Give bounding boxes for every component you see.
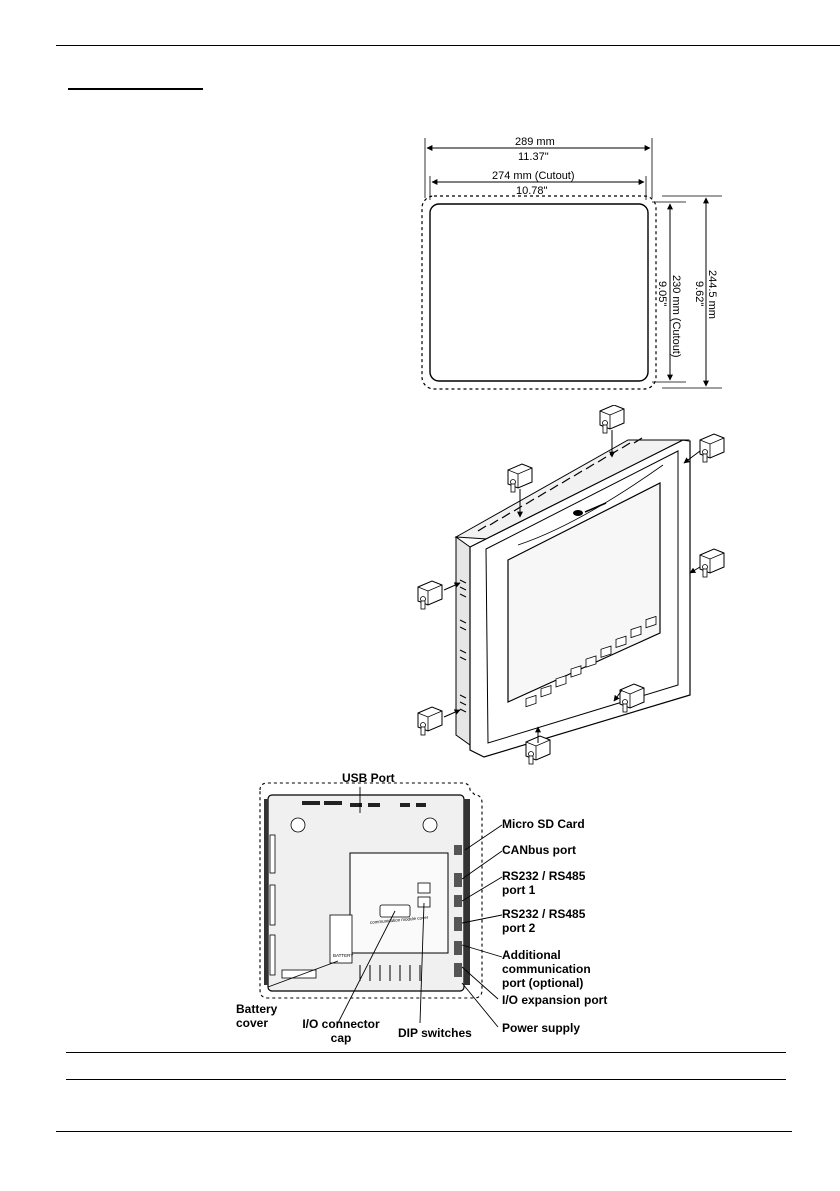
mounting-bracket-drawing (417, 405, 725, 765)
mounting-clip-right-2 (699, 548, 725, 578)
label-battery-line2: cover (236, 1016, 269, 1030)
label-additional-comm-port: Additional communication port (optional) (502, 948, 591, 990)
cutout-outline (429, 203, 649, 382)
rear-outline-dashed (259, 782, 483, 999)
label-rs-port-2-line2: port 2 (502, 921, 536, 935)
label-rs-port-1-line2: port 1 (502, 883, 536, 897)
cutout-dimension-drawing: 289 mm 11.37" 274 mm (Cutout) 10.78" 244… (421, 136, 722, 390)
panel-outline-dashed (421, 195, 657, 390)
width-in-label: 11.37" (518, 151, 549, 163)
label-io-expansion-port: I/O expansion port (502, 993, 608, 1007)
battery-panel-label: BATTERY (333, 953, 353, 958)
cutout-width-mm-label: 274 mm (Cutout) (492, 170, 575, 182)
mounting-clip-left-1 (417, 580, 443, 610)
table-rule-bottom (66, 1079, 786, 1080)
label-io-connector-cap: I/O connector cap (296, 1017, 386, 1045)
label-usb-port: USB Port (342, 771, 395, 785)
label-battery-cover: Battery cover (236, 1002, 277, 1030)
height-in-label: 9.62" (693, 281, 705, 306)
section-heading-underline (68, 88, 203, 90)
mounting-clip-right-1 (699, 433, 725, 463)
label-dip-switches: DIP switches (398, 1026, 472, 1040)
comm-cover-label: communication module cover (370, 915, 429, 925)
header-rule (56, 45, 840, 46)
battery-cover-shape (329, 914, 353, 964)
width-mm-label: 289 mm (515, 136, 555, 148)
rear-view-drawing: communication module cover BATTERY (259, 782, 503, 1028)
cutout-height-mm-label: 230 mm (Cutout) (670, 275, 682, 358)
cutout-width-in-label: 10.78" (516, 185, 548, 197)
communication-module-cover (349, 852, 449, 954)
label-rs-port-2: RS232 / RS485 port 2 (502, 907, 585, 935)
label-micro-sd-card: Micro SD Card (502, 817, 585, 831)
label-ioc-line1: I/O connector (302, 1017, 380, 1031)
label-additional-line3: port (optional) (502, 976, 584, 990)
label-power-supply: Power supply (502, 1021, 581, 1035)
label-ioc-line2: cap (330, 1031, 352, 1045)
hmi-unit-body (454, 437, 691, 758)
table-rule-top (66, 1052, 786, 1053)
label-rs-port-2-line1: RS232 / RS485 (502, 907, 586, 921)
label-canbus-port: CANbus port (502, 843, 576, 857)
mounting-clip-top-2 (599, 405, 625, 434)
cutout-height-in-label: 9.05" (656, 281, 668, 306)
footer-rule (56, 1131, 792, 1132)
mounting-clip-top-1 (507, 463, 533, 493)
label-rs-port-1-line1: RS232 / RS485 (502, 869, 586, 883)
label-additional-line2: communication (502, 962, 591, 976)
mounting-clip-left-2 (417, 706, 443, 736)
label-additional-line1: Additional (502, 948, 561, 962)
height-mm-label: 244.5 mm (706, 270, 718, 319)
label-battery-line1: Battery (236, 1002, 278, 1016)
label-rs-port-1: RS232 / RS485 port 1 (502, 869, 585, 897)
